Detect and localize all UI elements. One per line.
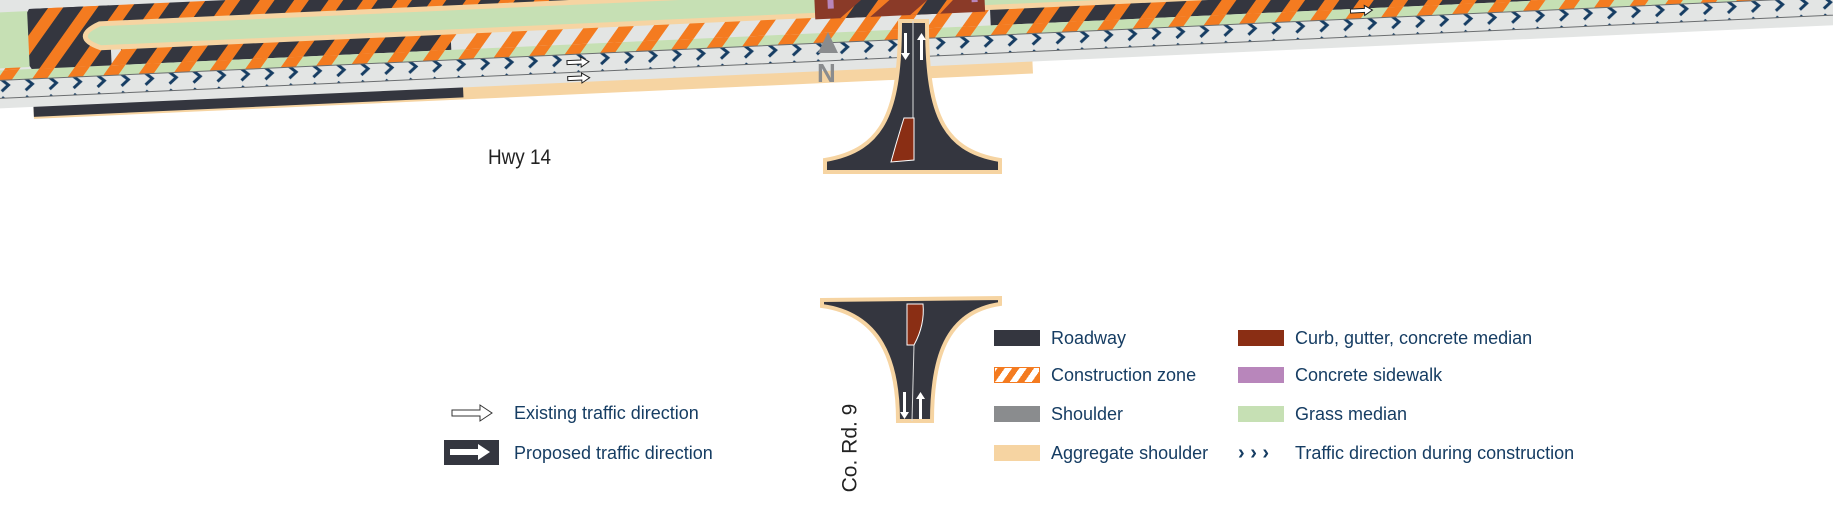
co-rd-9-south xyxy=(820,295,1002,423)
grass-median-west xyxy=(82,0,823,51)
sidewalk-swatch xyxy=(1238,367,1284,383)
arrow-up-icon xyxy=(916,392,925,419)
highway-label: Hwy 14 xyxy=(488,146,552,169)
legend-item-chevrons: › › › Traffic direction during constructi… xyxy=(1238,442,1574,464)
arrow-up-icon xyxy=(917,33,926,60)
legend-label: Aggregate shoulder xyxy=(1051,442,1209,463)
legend-label: Grass median xyxy=(1295,403,1408,424)
legend-item-roadway: Roadway xyxy=(994,327,1126,349)
north-label: N xyxy=(817,58,836,88)
grass-median-west-end xyxy=(0,11,30,75)
crossover-west xyxy=(20,5,112,69)
north-arrow-icon xyxy=(818,32,838,53)
legend-label: Roadway xyxy=(1051,327,1127,348)
solid-arrow-icon xyxy=(450,444,490,460)
outline-arrow-icon xyxy=(451,404,493,422)
legend-item-existing: Existing traffic direction xyxy=(514,402,699,424)
legend-item-aggregate: Aggregate shoulder xyxy=(994,442,1208,464)
arrow-down-icon xyxy=(901,33,910,60)
existing-arrows-eb xyxy=(566,4,1374,84)
construction-swatch xyxy=(994,367,1040,383)
concrete-sidewalk-west xyxy=(826,0,834,9)
curb-island-south xyxy=(906,303,924,346)
legend-label: Curb, gutter, concrete median xyxy=(1295,327,1533,348)
curb-swatch xyxy=(1238,330,1284,346)
legend-item-sidewalk: Concrete sidewalk xyxy=(1238,364,1442,386)
legend-label: Proposed traffic direction xyxy=(514,442,713,463)
outline-arrow-icon xyxy=(566,56,590,68)
legend-item-shoulder: Shoulder xyxy=(994,403,1123,425)
construction-zone-north xyxy=(29,0,1779,27)
construction-crossing xyxy=(840,0,984,19)
arrow-down-icon xyxy=(900,392,909,419)
legend-label: Traffic direction during construction xyxy=(1295,442,1575,463)
chevrons-icon: › › › xyxy=(1238,441,1270,464)
cross-road-label: Co. Rd. 9 xyxy=(838,403,862,493)
construction-zone-south-dark xyxy=(120,31,452,65)
outline-arrow-icon xyxy=(1349,4,1374,17)
legend-label: Construction zone xyxy=(1051,364,1197,385)
legend-label: Shoulder xyxy=(1051,403,1124,424)
legend-label: Concrete sidewalk xyxy=(1295,364,1443,385)
outline-arrow-icon xyxy=(567,72,591,84)
shoulder-swatch xyxy=(994,406,1040,422)
legend-item-construction: Construction zone xyxy=(994,364,1196,386)
grass-swatch xyxy=(1238,406,1284,422)
co-rd-9-north xyxy=(823,19,1002,174)
legend-item-curb: Curb, gutter, concrete median xyxy=(1238,327,1532,349)
roadway-swatch xyxy=(994,330,1040,346)
legend-label: Existing traffic direction xyxy=(514,402,699,423)
construction-zone-south-dark-2 xyxy=(989,0,1631,26)
aggregate-swatch xyxy=(994,445,1040,461)
legend-item-grass: Grass median xyxy=(1238,403,1407,425)
legend-item-proposed: Proposed traffic direction xyxy=(514,442,713,464)
curb-island-north xyxy=(890,117,915,163)
